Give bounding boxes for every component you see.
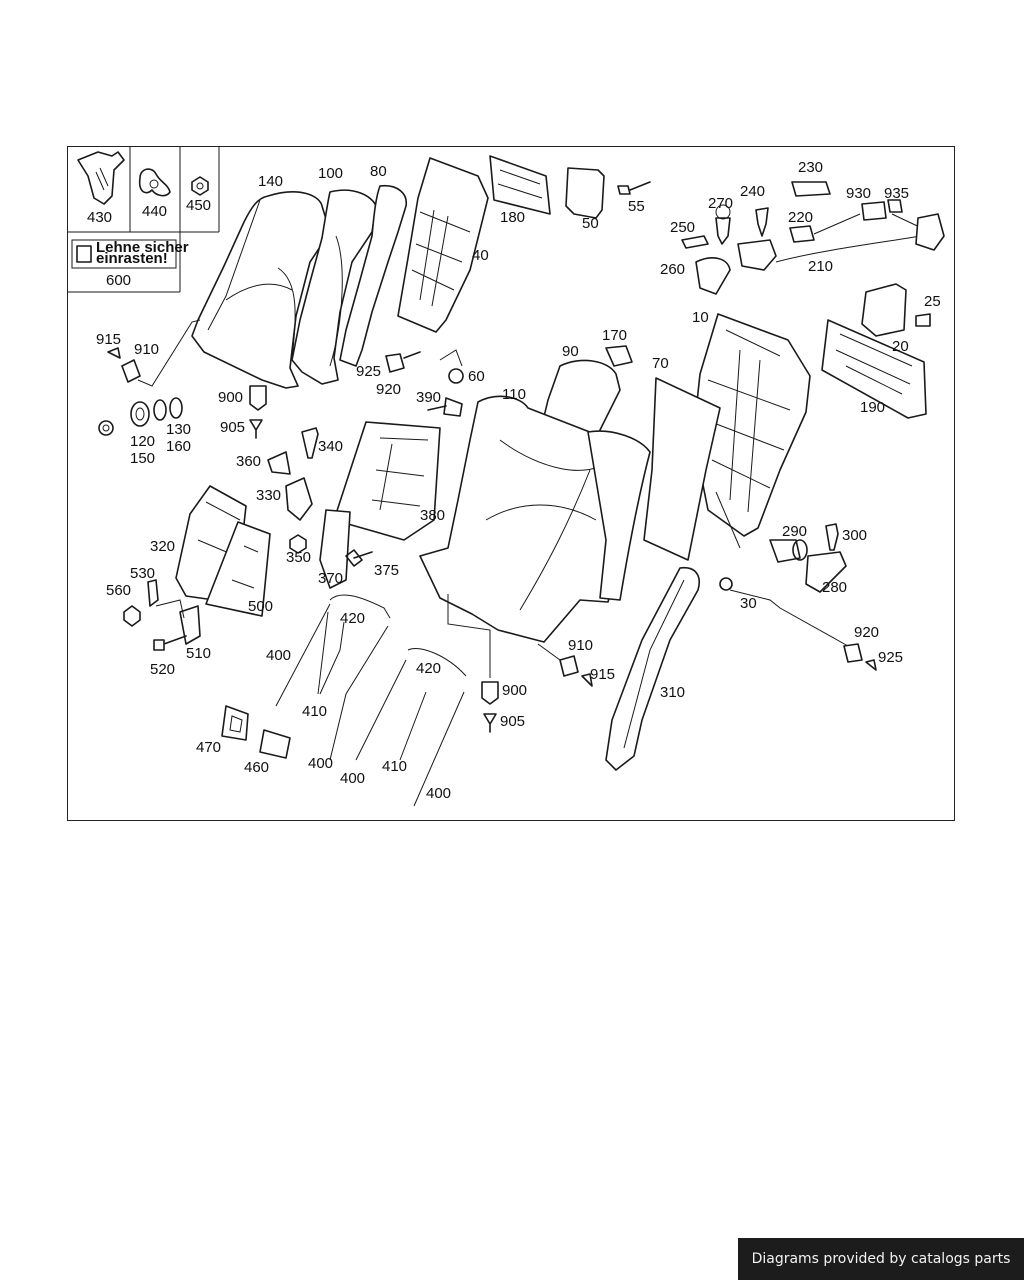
callout-460: 460 <box>244 759 269 776</box>
callout-350: 350 <box>286 549 311 566</box>
callout-220: 220 <box>788 209 813 226</box>
callout-400-left: 400 <box>266 647 291 664</box>
top-right-hardware <box>681 181 945 419</box>
callout-25: 25 <box>924 293 941 310</box>
callout-90: 90 <box>562 343 579 360</box>
callout-905-left: 905 <box>220 419 245 436</box>
callout-450: 450 <box>186 197 211 214</box>
callout-420-upper: 420 <box>340 610 365 627</box>
callout-150: 150 <box>130 450 155 467</box>
callout-310: 310 <box>660 684 685 701</box>
callout-50: 50 <box>582 215 599 232</box>
seat-back-left <box>191 155 651 389</box>
diagram-credit-badge: Diagrams provided by catalogs parts <box>738 1238 1024 1280</box>
callout-260: 260 <box>660 261 685 278</box>
callout-10: 10 <box>692 309 709 326</box>
callout-100: 100 <box>318 165 343 182</box>
callout-400-mid: 400 <box>308 755 333 772</box>
inset-boxes <box>67 146 220 293</box>
sticker-line-1: Lehne sicher <box>96 239 189 256</box>
callout-400-mid2: 400 <box>340 770 365 787</box>
callout-560: 560 <box>106 582 131 599</box>
callout-440: 440 <box>142 203 167 220</box>
callout-320: 320 <box>150 538 175 555</box>
callout-230: 230 <box>798 159 823 176</box>
callout-80: 80 <box>370 163 387 180</box>
callout-410-left: 410 <box>302 703 327 720</box>
callout-900-left: 900 <box>218 389 243 406</box>
callout-920-left: 920 <box>376 381 401 398</box>
callout-70: 70 <box>652 355 669 372</box>
callout-160: 160 <box>166 438 191 455</box>
callout-180: 180 <box>500 209 525 226</box>
callout-60: 60 <box>468 368 485 385</box>
sticker-line-2: einrasten! <box>96 250 168 267</box>
callout-935: 935 <box>884 185 909 202</box>
callout-430: 430 <box>87 209 112 226</box>
callout-330: 330 <box>256 487 281 504</box>
callout-915-left: 915 <box>96 331 121 348</box>
callout-900-right: 900 <box>502 682 527 699</box>
callout-270: 270 <box>708 195 733 212</box>
callout-910-right: 910 <box>568 637 593 654</box>
left-small-hardware <box>98 319 267 439</box>
callout-210: 210 <box>808 258 833 275</box>
seat-back-center <box>419 345 721 643</box>
callout-130: 130 <box>166 421 191 438</box>
callout-280: 280 <box>822 579 847 596</box>
callout-370: 370 <box>318 570 343 587</box>
callout-910-left: 910 <box>134 341 159 358</box>
callout-390: 390 <box>416 389 441 406</box>
callout-380: 380 <box>420 507 445 524</box>
credit-text: Diagrams provided by catalogs parts <box>751 1251 1011 1267</box>
callout-360: 360 <box>236 453 261 470</box>
callout-140: 140 <box>258 173 283 190</box>
callout-30: 30 <box>740 595 757 612</box>
callout-925-left: 925 <box>356 363 381 380</box>
callout-290: 290 <box>782 523 807 540</box>
bottom-hardware <box>447 523 877 771</box>
callout-520: 520 <box>150 661 175 678</box>
callout-420-lower: 420 <box>416 660 441 677</box>
callout-300: 300 <box>842 527 867 544</box>
callout-600: 600 <box>106 272 131 289</box>
callout-920-right: 920 <box>854 624 879 641</box>
callout-410-right: 410 <box>382 758 407 775</box>
callout-510: 510 <box>186 645 211 662</box>
callout-925-right: 925 <box>878 649 903 666</box>
callout-55: 55 <box>628 198 645 215</box>
callout-240: 240 <box>740 183 765 200</box>
callout-500: 500 <box>248 598 273 615</box>
callout-470: 470 <box>196 739 221 756</box>
callout-375: 375 <box>374 562 399 579</box>
springs-and-rods <box>221 594 467 807</box>
callout-labels: 430 440 450 Lehne sicher einrasten! 600 … <box>87 159 941 802</box>
callout-40: 40 <box>472 247 489 264</box>
armrest <box>123 485 271 651</box>
callout-170: 170 <box>602 327 627 344</box>
center-brackets <box>267 349 464 589</box>
callout-930: 930 <box>846 185 871 202</box>
callout-400-right: 400 <box>426 785 451 802</box>
callout-340: 340 <box>318 438 343 455</box>
callout-20: 20 <box>892 338 909 355</box>
callout-190: 190 <box>860 399 885 416</box>
callout-905-right: 905 <box>500 713 525 730</box>
callout-250: 250 <box>670 219 695 236</box>
callout-120: 120 <box>130 433 155 450</box>
callout-110: 110 <box>502 386 526 403</box>
callout-915-right: 915 <box>590 666 615 683</box>
callout-530: 530 <box>130 565 155 582</box>
